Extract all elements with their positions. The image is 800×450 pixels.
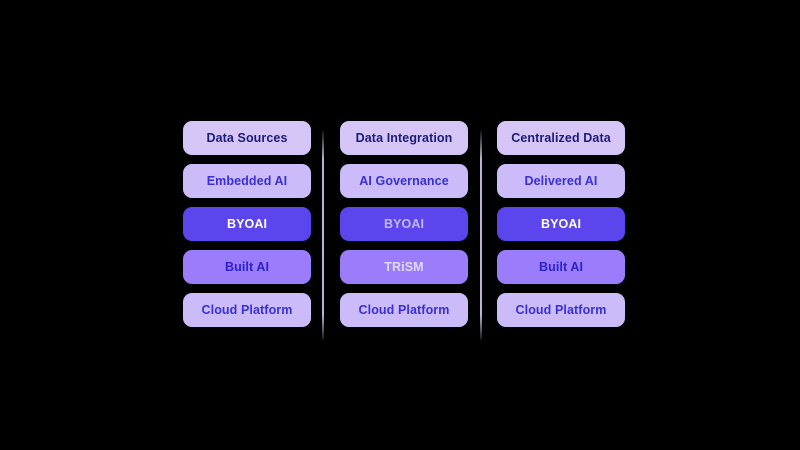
column-data-sources: Data Sources Embedded AI BYOAI Built AI … (183, 121, 311, 327)
cell-delivered-ai[interactable]: Delivered AI (497, 164, 625, 198)
cell-cloud-platform[interactable]: Cloud Platform (183, 293, 311, 327)
column-divider-2 (480, 130, 482, 340)
column-data-integration: Data Integration AI Governance BYOAI TRi… (340, 121, 468, 327)
column-header-data-sources[interactable]: Data Sources (183, 121, 311, 155)
column-group: Data Sources Embedded AI BYOAI Built AI … (183, 121, 625, 327)
cell-cloud-platform[interactable]: Cloud Platform (340, 293, 468, 327)
cell-trism[interactable]: TRiSM (340, 250, 468, 284)
cell-byoai[interactable]: BYOAI (183, 207, 311, 241)
cell-embedded-ai[interactable]: Embedded AI (183, 164, 311, 198)
cell-cloud-platform[interactable]: Cloud Platform (497, 293, 625, 327)
column-header-data-integration[interactable]: Data Integration (340, 121, 468, 155)
cell-byoai[interactable]: BYOAI (497, 207, 625, 241)
cell-built-ai[interactable]: Built AI (497, 250, 625, 284)
cell-ai-governance[interactable]: AI Governance (340, 164, 468, 198)
cell-byoai[interactable]: BYOAI (340, 207, 468, 241)
column-header-centralized-data[interactable]: Centralized Data (497, 121, 625, 155)
column-centralized-data: Centralized Data Delivered AI BYOAI Buil… (497, 121, 625, 327)
column-divider-1 (322, 130, 324, 340)
cell-built-ai[interactable]: Built AI (183, 250, 311, 284)
